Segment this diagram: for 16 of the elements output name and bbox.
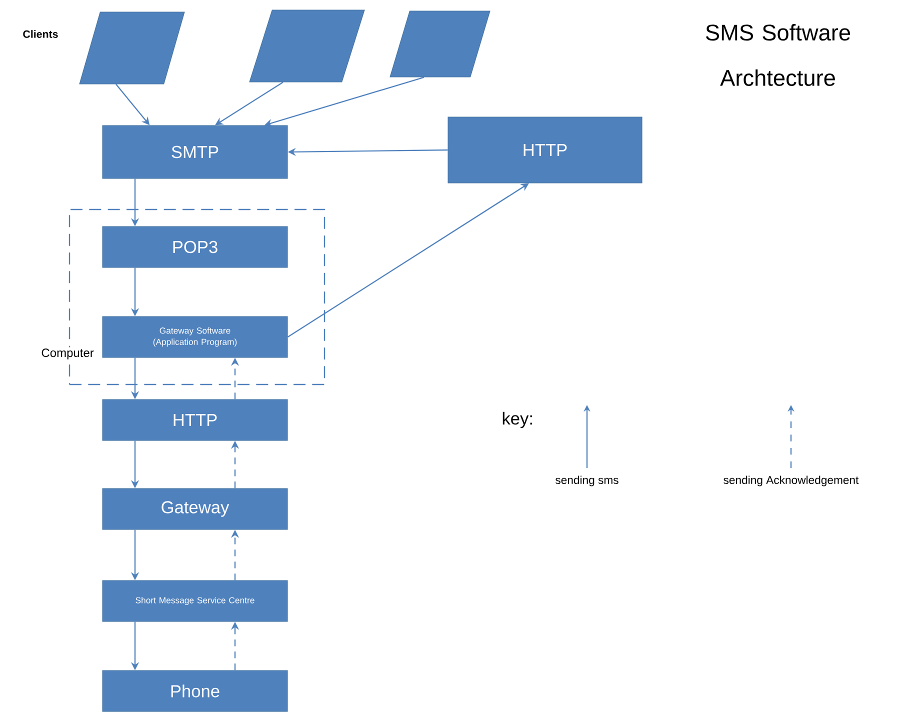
process-box: Gateway [102,488,288,530]
legend-label: sending Acknowledgement [724,476,859,486]
legend-label: sending sms [556,476,618,486]
title: SMS Software Archtecture [706,24,850,86]
client-shape [79,12,185,84]
process-box: POP3 [102,226,288,268]
process-box: Phone [102,670,288,712]
process-box: Short Message Service Centre [102,580,288,622]
process-box: Gateway Software (Application Program) [102,316,288,358]
side-label: Clients [23,30,58,38]
client-shape [249,10,365,82]
process-box: HTTP [102,399,288,441]
client-shape [390,10,490,78]
key-label: key: [502,412,532,428]
process-box: HTTP [448,116,642,184]
process-box: SMTP [102,125,288,179]
